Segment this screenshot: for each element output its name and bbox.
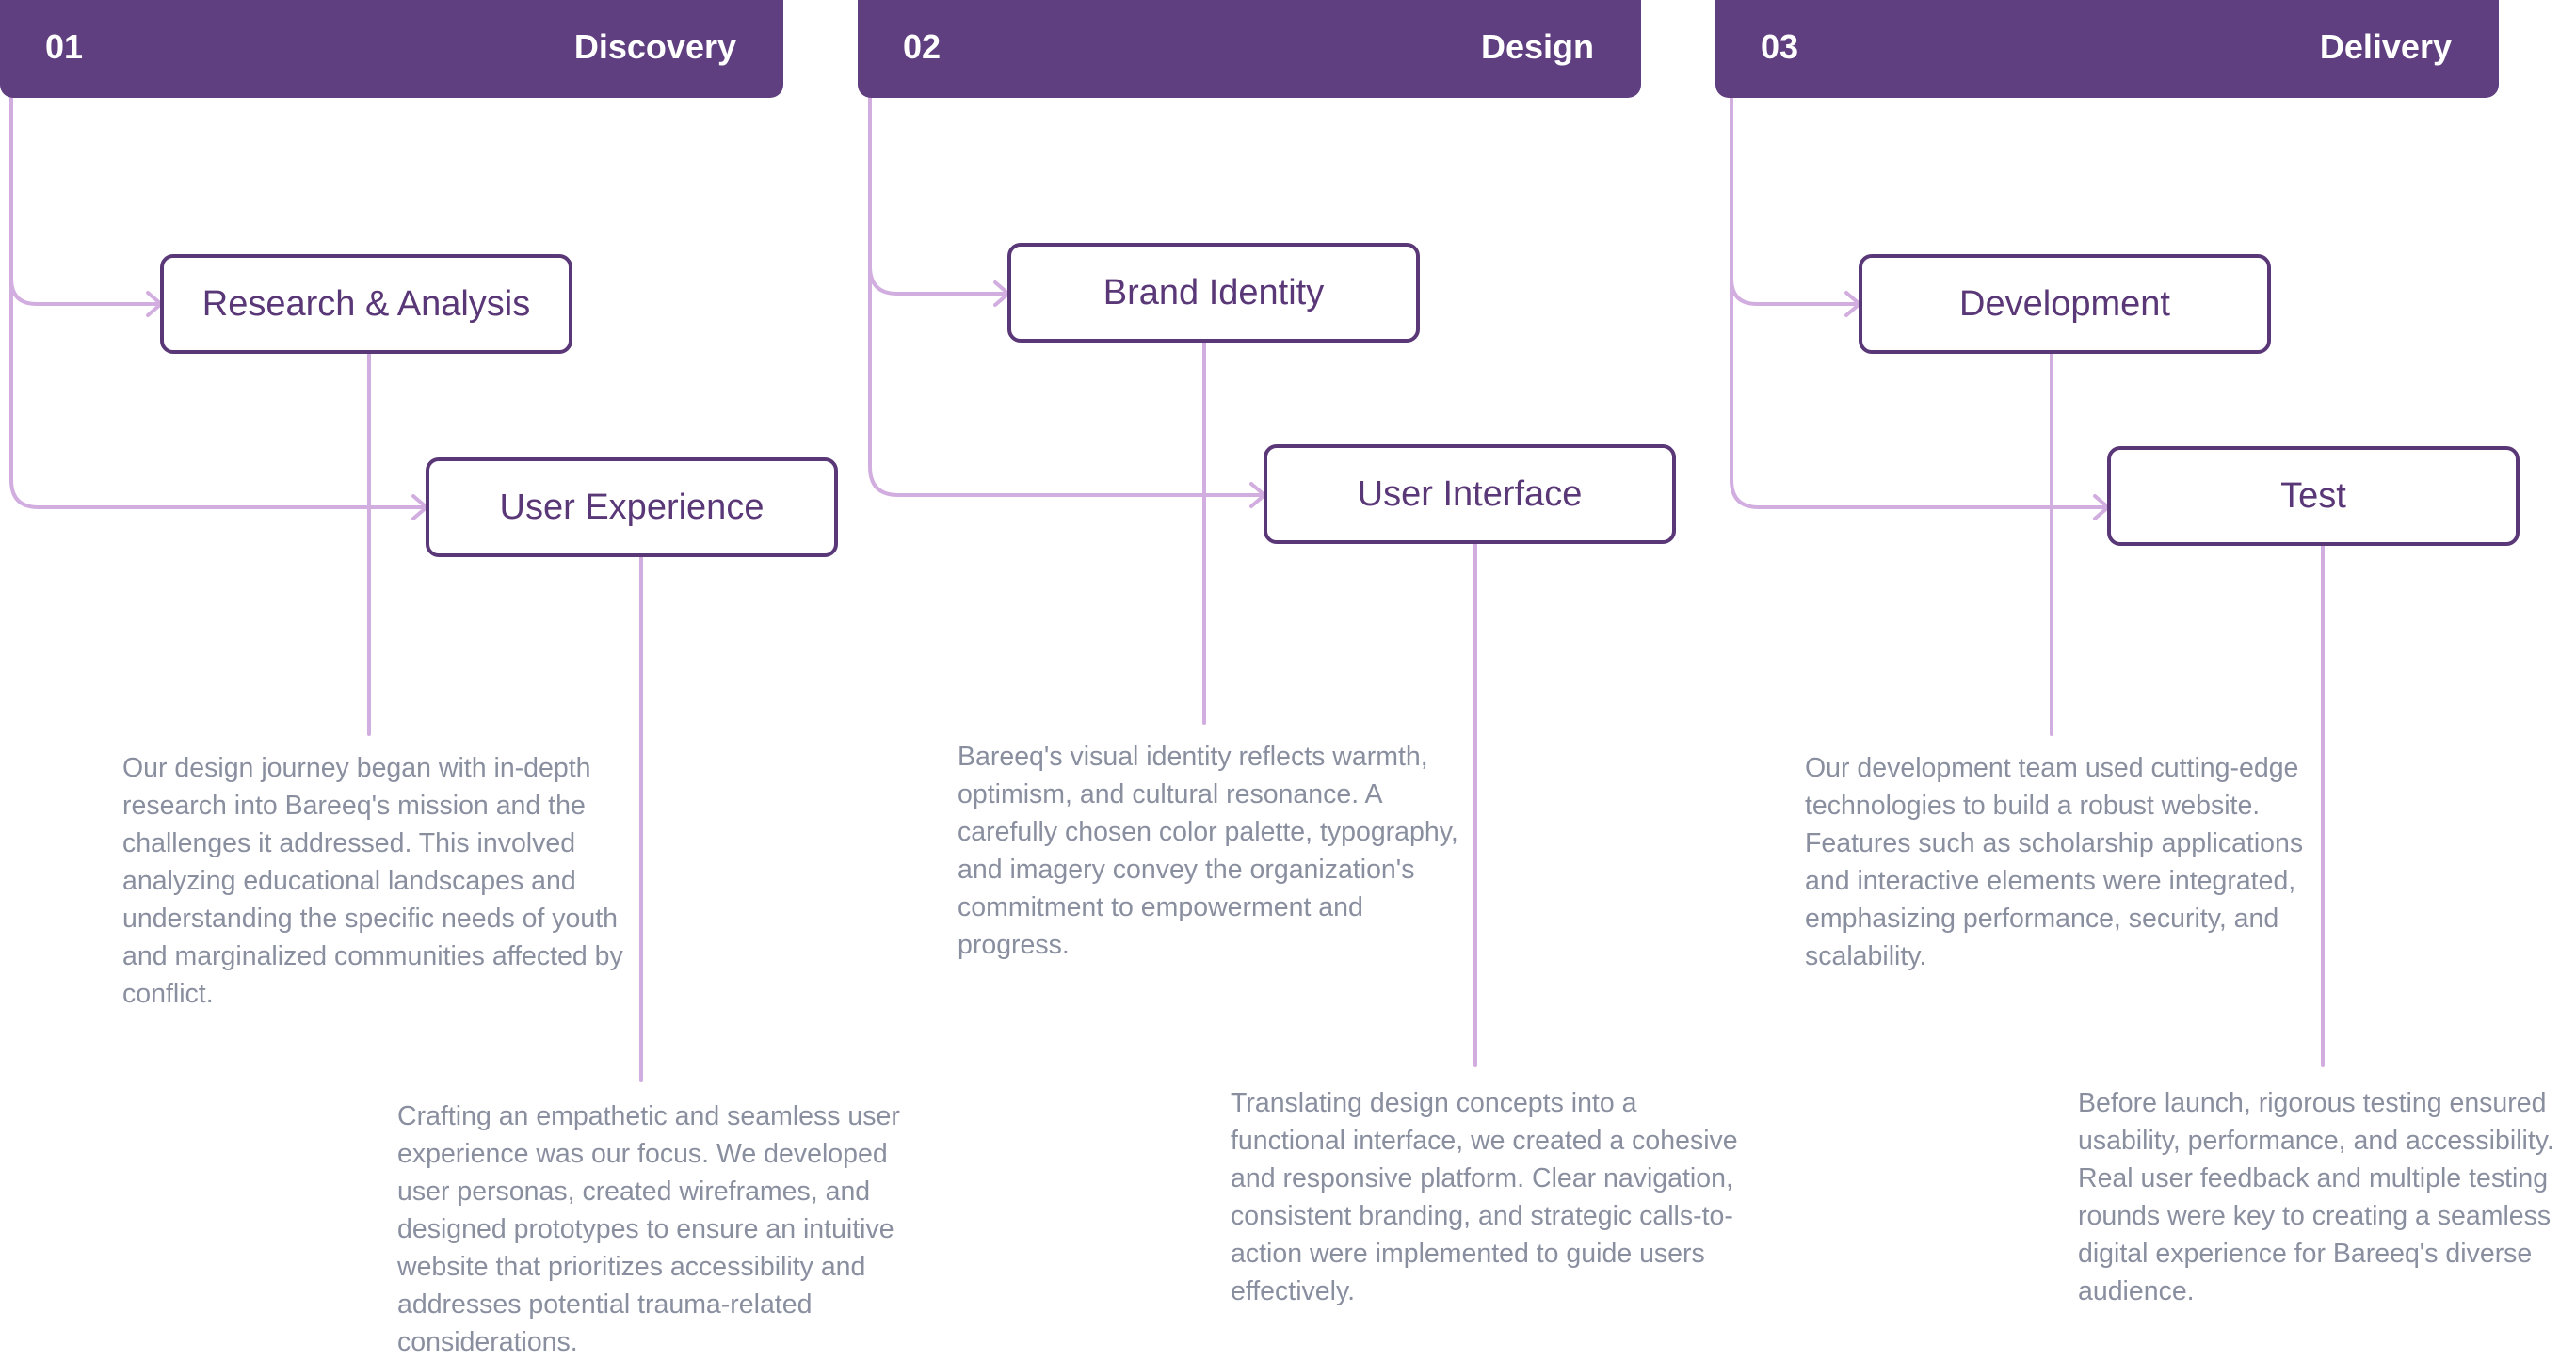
arrowhead-discovery-research — [146, 291, 163, 317]
step-box-user-interface: User Interface — [1264, 444, 1676, 544]
phase-number: 02 — [903, 27, 942, 66]
phase-title: Design — [1480, 27, 1594, 66]
description-development: Our development team used cutting-edge t… — [1805, 753, 2304, 971]
description-user-interface: Translating design concepts into a funct… — [1231, 1088, 1738, 1306]
phase-header-delivery: 03 Delivery — [1715, 0, 2499, 98]
arrowhead-delivery-development — [1844, 291, 1861, 317]
description-user-experience: Crafting an empathetic and seamless user… — [397, 1101, 900, 1357]
connector-discovery-research — [9, 92, 162, 306]
phase-number: 03 — [1761, 27, 1799, 66]
description-research-analysis: Our design journey began with in-depth r… — [122, 753, 623, 1009]
step-box-brand-identity: Brand Identity — [1007, 243, 1420, 343]
step-box-research-analysis: Research & Analysis — [160, 254, 572, 354]
phase-title: Discovery — [573, 27, 736, 66]
arrowhead-discovery-ux — [411, 494, 428, 520]
arrowhead-design-brand — [993, 280, 1010, 307]
description-test: Before launch, rigorous testing ensured … — [2078, 1088, 2554, 1306]
step-box-development: Development — [1859, 254, 2271, 354]
phase-number: 01 — [45, 27, 84, 66]
arrowhead-design-ui — [1249, 482, 1266, 508]
connector-delivery-development — [1730, 92, 1860, 306]
connector-design-brand — [868, 92, 1009, 296]
step-box-user-experience: User Experience — [426, 457, 838, 557]
step-box-test: Test — [2107, 446, 2520, 546]
arrowhead-delivery-test — [2093, 494, 2110, 520]
description-brand-identity: Bareeq's visual identity reflects warmth… — [958, 742, 1458, 960]
phase-header-design: 02 Design — [858, 0, 1641, 98]
phase-header-discovery: 01 Discovery — [0, 0, 783, 98]
phase-title: Delivery — [2319, 27, 2452, 66]
